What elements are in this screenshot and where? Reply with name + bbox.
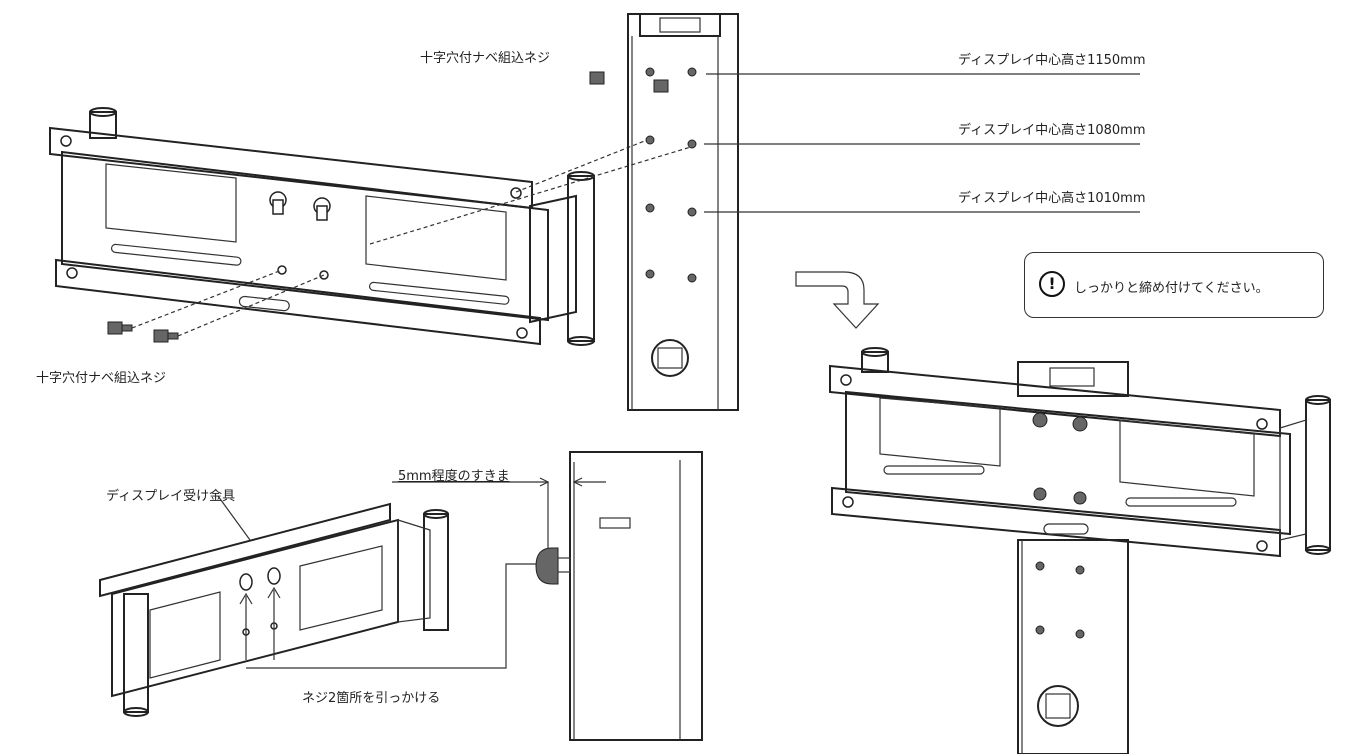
bracket-exploded-view xyxy=(49,107,695,346)
assembled-view xyxy=(829,347,1331,754)
bracket-label: ディスプレイ受け金具 xyxy=(106,489,236,504)
bracket-post-left xyxy=(89,111,117,139)
hook-label: ネジ2箇所を引っかける xyxy=(302,691,441,706)
screw-label-top: 十字穴付ナベ組込ネジ xyxy=(420,51,551,66)
screw-label-bottom: 十字穴付ナベ組込ネジ xyxy=(36,371,167,386)
screw-bottom-1 xyxy=(107,321,133,335)
exclamation-icon: ! xyxy=(1039,271,1065,297)
bracket-post-right xyxy=(567,175,595,342)
notice-callout: ! しっかりと締め付けてください。 xyxy=(1024,252,1324,318)
height-1010-label: ディスプレイ中心高さ1010mm xyxy=(958,191,1146,206)
screw-bottom-2 xyxy=(153,329,179,343)
column-top xyxy=(589,13,739,411)
column-side-view xyxy=(217,451,703,741)
bracket-top-flange xyxy=(49,126,533,210)
bracket-plate xyxy=(61,150,549,322)
notice-text: しっかりと締め付けてください。 xyxy=(1074,281,1269,296)
height-1150-label: ディスプレイ中心高さ1150mm xyxy=(958,53,1146,68)
bracket-side-view xyxy=(99,502,540,717)
curved-arrow xyxy=(795,271,880,329)
gap-label: 5mm程度のすきま xyxy=(398,469,510,484)
bracket-bottom-flange xyxy=(55,258,541,346)
height-1080-label: ディスプレイ中心高さ1080mm xyxy=(958,123,1146,138)
